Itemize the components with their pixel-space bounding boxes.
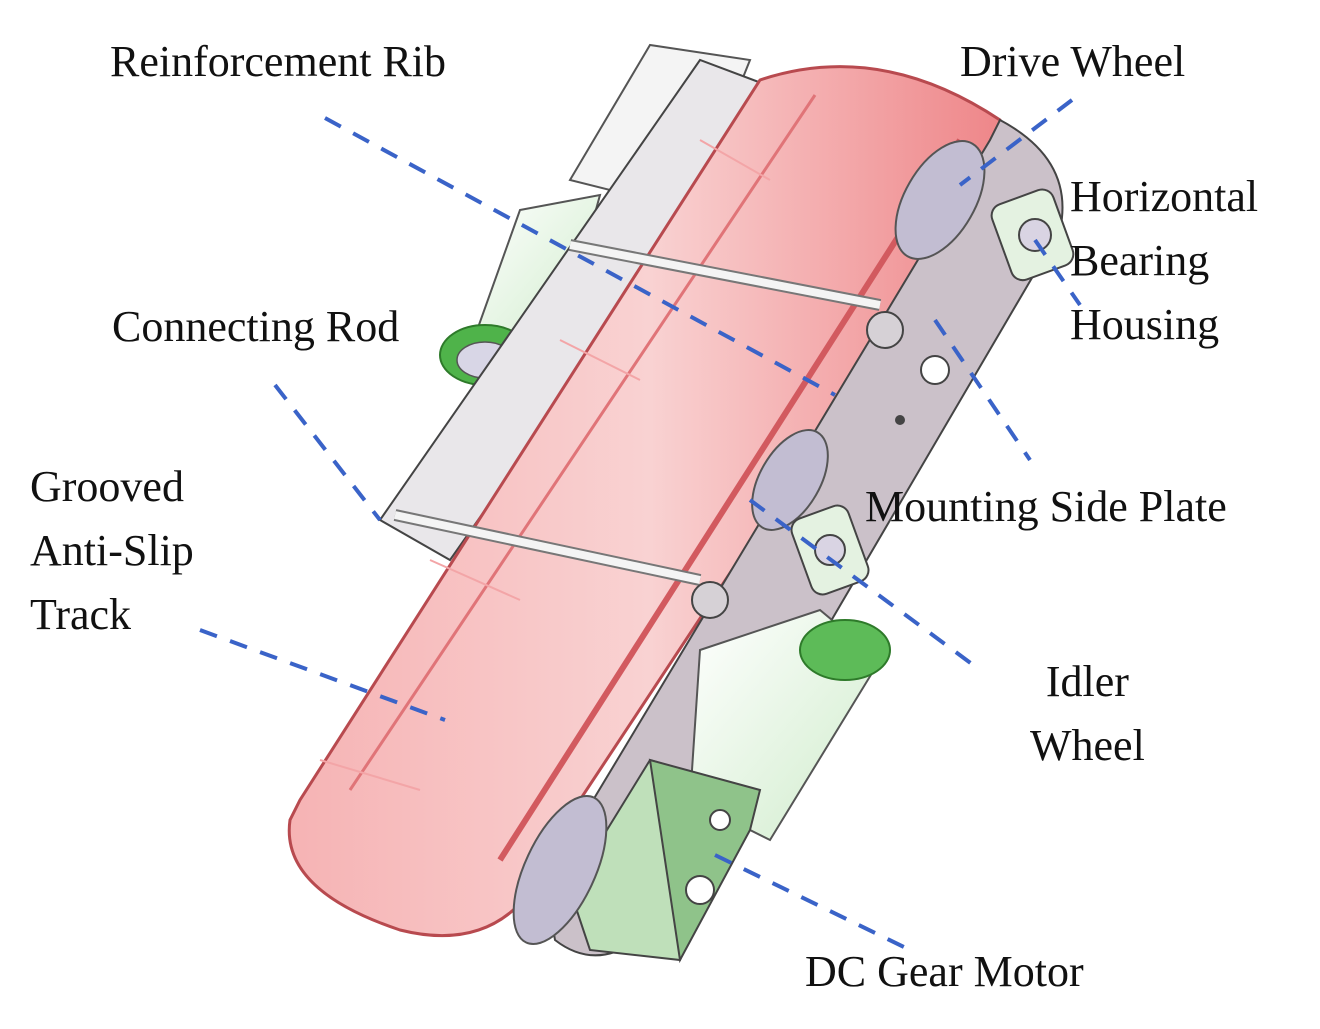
leader-mounting-side-plate — [933, 318, 1032, 462]
connecting-rods — [393, 239, 904, 619]
leader-grooved-track — [199, 628, 446, 722]
label-horizontal-bearing-housing: Horizontal Bearing Housing — [1070, 165, 1258, 357]
label-mounting-side-plate: Mounting Side Plate — [865, 482, 1227, 531]
label-line: Bearing — [1070, 236, 1210, 285]
leader-reinforcement-rib — [324, 116, 836, 397]
leader-dc-gear-motor — [714, 853, 911, 952]
label-line: Anti-Slip — [30, 526, 194, 575]
label-idler-wheel: Idler Wheel — [1030, 650, 1145, 778]
label-drive-wheel: Drive Wheel — [960, 37, 1186, 86]
leader-drive-wheel — [958, 98, 1074, 187]
label-connecting-rod: Connecting Rod — [112, 302, 400, 351]
bearing-housings — [790, 188, 1075, 596]
label-reinforcement-rib: Reinforcement Rib — [110, 37, 447, 86]
label-line: Track — [30, 590, 132, 639]
leader-connecting-rod — [273, 383, 382, 522]
label-line: Housing — [1070, 300, 1220, 349]
label-line: Horizontal — [1070, 172, 1259, 221]
grooved-track — [287, 65, 1012, 938]
leader-lines — [199, 98, 1082, 952]
label-line: Grooved — [30, 462, 184, 511]
leader-horizontal-bearing-housing — [1033, 238, 1082, 307]
dc-gear-motor — [512, 608, 891, 964]
label-line: Wheel — [1030, 721, 1145, 770]
label-line: Idler — [1045, 657, 1129, 706]
label-grooved-anti-slip-track: Grooved Anti-Slip Track — [30, 455, 194, 647]
leader-idler-wheel — [748, 498, 982, 672]
label-dc-gear-motor: DC Gear Motor — [805, 947, 1084, 996]
